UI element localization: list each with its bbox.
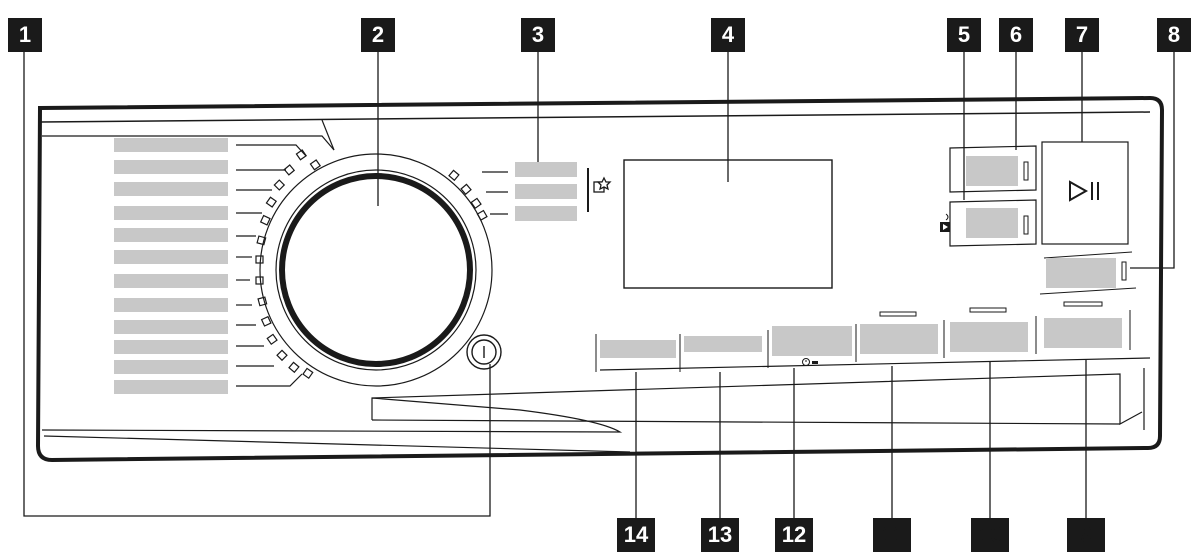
- program-label: [114, 206, 228, 220]
- option-buttons-row: [595, 301, 1131, 372]
- option-button-8[interactable]: [1039, 251, 1137, 295]
- callout-13: 13: [701, 518, 739, 552]
- program-label: [114, 182, 228, 196]
- program-labels: [114, 138, 228, 394]
- callout-2: 2: [361, 18, 395, 52]
- callout-leader-lines: [23, 52, 1175, 518]
- callout-4: 4: [711, 18, 745, 52]
- program-label: [114, 160, 228, 174]
- remote-control-icon: [940, 213, 950, 232]
- start-pause-button[interactable]: [1041, 141, 1129, 245]
- callout-9: 9: [1067, 518, 1105, 552]
- option-button-13[interactable]: [679, 334, 762, 372]
- option-button-9[interactable]: [1035, 301, 1131, 354]
- program-label: [114, 320, 228, 334]
- power-button[interactable]: [466, 334, 502, 370]
- dial-led-ring: [255, 149, 493, 387]
- option-button-11[interactable]: [855, 311, 938, 362]
- option-button-12[interactable]: [767, 326, 852, 368]
- option-button-upper[interactable]: [949, 145, 1037, 193]
- option-button-10[interactable]: [943, 307, 1028, 358]
- favorite-labels: [482, 162, 589, 221]
- program-label: [114, 250, 228, 264]
- callout-10: 10: [971, 518, 1009, 552]
- callout-14: 14: [617, 518, 655, 552]
- favorite-label: [515, 206, 577, 221]
- play-pause-icon: [1069, 180, 1099, 202]
- callout-12: 12: [775, 518, 813, 552]
- callout-5: 5: [947, 18, 981, 52]
- callout-7: 7: [1065, 18, 1099, 52]
- program-label: [114, 380, 228, 394]
- star-icon: [593, 176, 612, 193]
- callout-8: 8: [1157, 18, 1191, 52]
- timer-icon: [802, 358, 818, 366]
- panel-outline: [35, 95, 1165, 463]
- favorite-label: [515, 162, 577, 177]
- program-label: [114, 340, 228, 354]
- option-button-14[interactable]: [595, 334, 676, 372]
- favorite-label: [515, 184, 577, 199]
- callout-6: 6: [999, 18, 1033, 52]
- program-label: [114, 360, 228, 374]
- callout-3: 3: [521, 18, 555, 52]
- remote-control-button[interactable]: [949, 199, 1037, 247]
- program-label: [114, 228, 228, 242]
- program-dial[interactable]: [275, 169, 477, 371]
- program-label: [114, 138, 228, 152]
- program-label: [114, 274, 228, 288]
- program-label: [114, 298, 228, 312]
- callout-1: 1: [8, 18, 42, 52]
- program-label-leaders: [236, 144, 307, 387]
- callout-11: 11: [873, 518, 911, 552]
